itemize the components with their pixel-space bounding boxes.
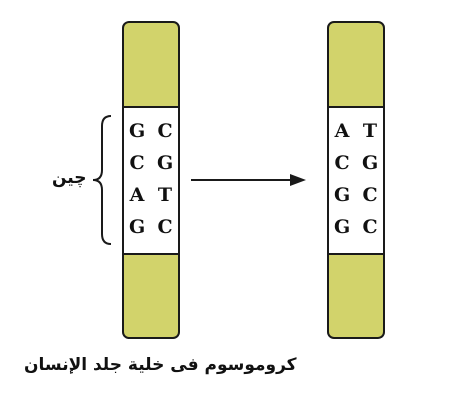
gene-brace-icon	[92, 115, 112, 245]
left-chromosome-top-arm	[122, 21, 180, 108]
right-base: C	[334, 152, 350, 174]
left-base-pair-row-4: G C	[124, 214, 178, 240]
left-base-pair-row-1: G C	[124, 118, 178, 144]
right-base: G	[334, 216, 351, 238]
left-base: G	[157, 152, 174, 174]
left-base-pair-row-2: C G	[124, 150, 178, 176]
right-chromosome-bottom-arm	[327, 253, 385, 339]
left-base: G	[129, 216, 146, 238]
left-base: G	[129, 120, 146, 142]
right-chromosome-gene-segment: A T C G G C G C	[327, 106, 385, 255]
right-base-pair-row-1: A T	[329, 118, 383, 144]
left-base: T	[157, 184, 173, 206]
gene-label: چين	[52, 168, 87, 188]
right-base: G	[334, 184, 351, 206]
right-base-pair-row-2: C G	[329, 150, 383, 176]
right-base: A	[334, 120, 350, 142]
right-base: C	[362, 216, 378, 238]
arrow-head-icon	[290, 174, 306, 186]
diagram-caption: كروموسوم فى خلية جلد الإنسان	[24, 355, 297, 375]
right-base: T	[362, 120, 378, 142]
left-base: A	[129, 184, 145, 206]
left-base: C	[157, 216, 173, 238]
right-base: G	[362, 152, 379, 174]
left-base: C	[157, 120, 173, 142]
right-base-pair-row-4: G C	[329, 214, 383, 240]
left-base: C	[129, 152, 145, 174]
right-base: C	[362, 184, 378, 206]
right-base-pair-row-3: G C	[329, 182, 383, 208]
left-chromosome-gene-segment: G C C G A T G C	[122, 106, 180, 255]
left-chromosome-bottom-arm	[122, 253, 180, 339]
left-base-pair-row-3: A T	[124, 182, 178, 208]
